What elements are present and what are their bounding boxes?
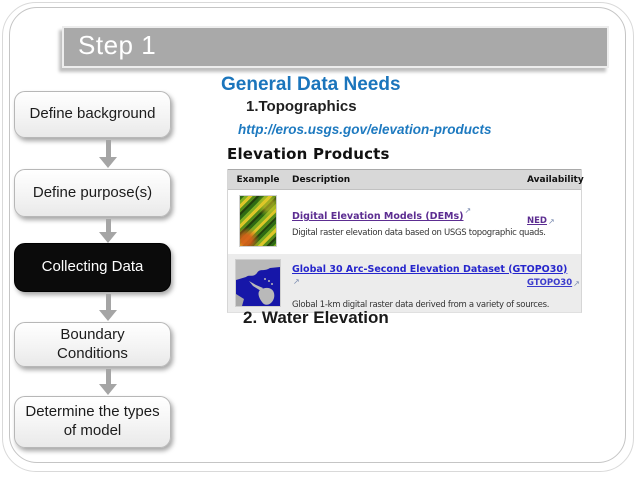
arrow-stem: [105, 294, 111, 310]
flow-step-define-background: Define background: [14, 91, 171, 138]
dem-title-link[interactable]: Digital Elevation Models (DEMs): [292, 211, 464, 222]
down-arrow-icon: [99, 140, 117, 168]
arrow-head: [99, 157, 117, 168]
slide-outer-frame: [2, 2, 634, 472]
flow-step-label: Boundary Conditions: [57, 325, 128, 362]
header-availability: Availability: [527, 174, 584, 185]
table-header-row: Example Description Availability: [228, 169, 584, 190]
arrow-head: [99, 310, 117, 321]
header-description: Description: [292, 174, 351, 185]
table-title: Elevation Products: [227, 145, 390, 163]
external-link-icon: ↗: [547, 216, 555, 226]
flow-step-label: Define purpose(s): [32, 183, 153, 201]
flow-step-label: Collecting Data: [41, 258, 144, 276]
external-link-icon: ↗: [573, 278, 580, 288]
ned-link[interactable]: NED: [527, 216, 547, 226]
external-link-icon: ↗: [293, 277, 300, 287]
table-row: Digital Elevation Models (DEMs)↗ Digital…: [228, 190, 581, 252]
elevation-products-table: Example Description Availability Digital…: [227, 169, 584, 313]
list-item-water-elevation: 2. Water Elevation: [243, 308, 389, 327]
flow-step-boundary-conditions: Boundary Conditions: [14, 322, 171, 367]
down-arrow-icon: [99, 369, 117, 395]
flow-step-determine-model-types: Determine the types of model: [14, 396, 171, 448]
arrow-head: [99, 384, 117, 395]
arrow-stem: [105, 219, 111, 232]
arrow-head: [99, 232, 117, 243]
down-arrow-icon: [99, 294, 117, 321]
header-example: Example: [236, 174, 280, 185]
slide-title-banner: Step 1: [62, 26, 609, 68]
down-arrow-icon: [99, 219, 117, 243]
table-row: Global 30 Arc-Second Elevation Dataset (…: [228, 252, 581, 312]
gtopo30-link[interactable]: GTOPO30: [527, 278, 573, 288]
flow-step-define-purposes: Define purpose(s): [14, 169, 171, 217]
slide-inner-frame: [9, 7, 626, 463]
flow-step-collecting-data: Collecting Data: [14, 243, 171, 292]
list-item-topographics: 1.Topographics: [246, 98, 357, 115]
elevation-products-link[interactable]: http://eros.usgs.gov/elevation-products: [238, 122, 492, 137]
gtopo30-title-link[interactable]: Global 30 Arc-Second Elevation Dataset (…: [292, 263, 568, 275]
slide-title: Step 1: [78, 30, 157, 60]
row-description: Digital raster elevation data based on U…: [292, 228, 546, 238]
arrow-stem: [105, 140, 111, 157]
external-link-icon: ↗: [464, 205, 472, 215]
flow-step-label: Define background: [29, 105, 156, 123]
arrow-stem: [105, 369, 111, 384]
row-description: Global 1-km digital raster data derived …: [292, 299, 550, 310]
flow-step-label: Determine the types of model: [25, 403, 160, 439]
section-heading: General Data Needs: [221, 74, 401, 95]
dem-terrain-thumbnail: [239, 195, 277, 247]
world-map-thumbnail: [235, 259, 281, 307]
